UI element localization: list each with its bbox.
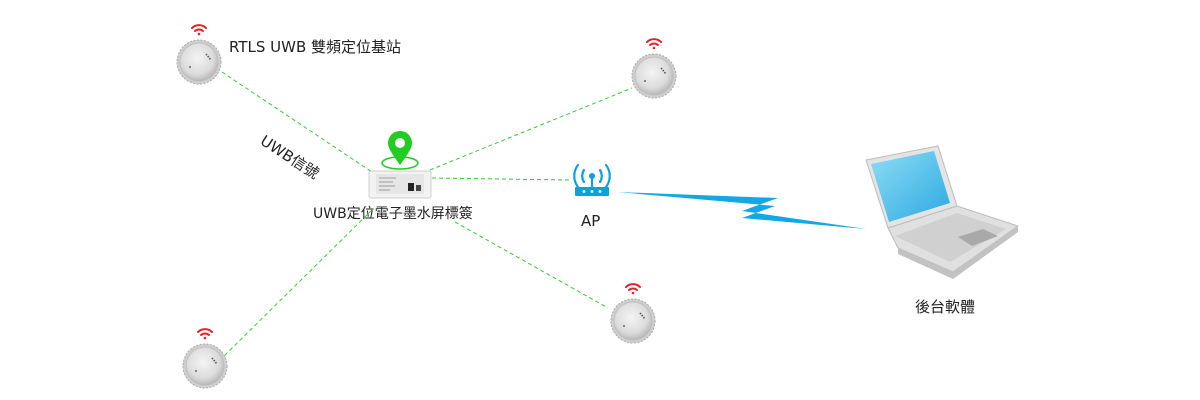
wifi-signal-icon <box>625 283 641 296</box>
uwb-anchor-icon <box>176 39 222 85</box>
link-tag-anchor-top-left <box>221 71 373 173</box>
ap-label: AP <box>581 212 601 230</box>
link-tag-anchor-bottom-right <box>454 221 609 309</box>
eink-tag <box>368 131 432 199</box>
anchor-top-right <box>631 38 677 99</box>
wireless-bolt-icon <box>617 192 866 229</box>
link-tag-anchor-bottom-left <box>224 209 373 356</box>
anchor-label: RTLS UWB 雙頻定位基站 <box>229 38 402 56</box>
anchor-bottom-right <box>610 283 656 344</box>
link-tag-anchor-top-right <box>429 87 633 171</box>
anchor-bottom-left <box>182 328 228 389</box>
router-icon <box>573 163 611 196</box>
uwb-links <box>221 71 633 356</box>
backend-label: 後台軟體 <box>915 298 976 316</box>
link-tag-ap <box>431 177 571 181</box>
anchor-top-left <box>176 24 222 85</box>
wifi-signal-icon <box>191 24 207 37</box>
tag-label: UWB定位電子墨水屏標簽 <box>313 206 473 222</box>
wifi-signal-icon <box>646 38 662 51</box>
uwb-anchor-icon <box>610 298 656 344</box>
laptop-icon <box>865 145 1020 279</box>
uwb-anchor-icon <box>631 53 677 99</box>
wifi-signal-icon <box>197 328 213 341</box>
uwb-anchor-icon <box>182 343 228 389</box>
